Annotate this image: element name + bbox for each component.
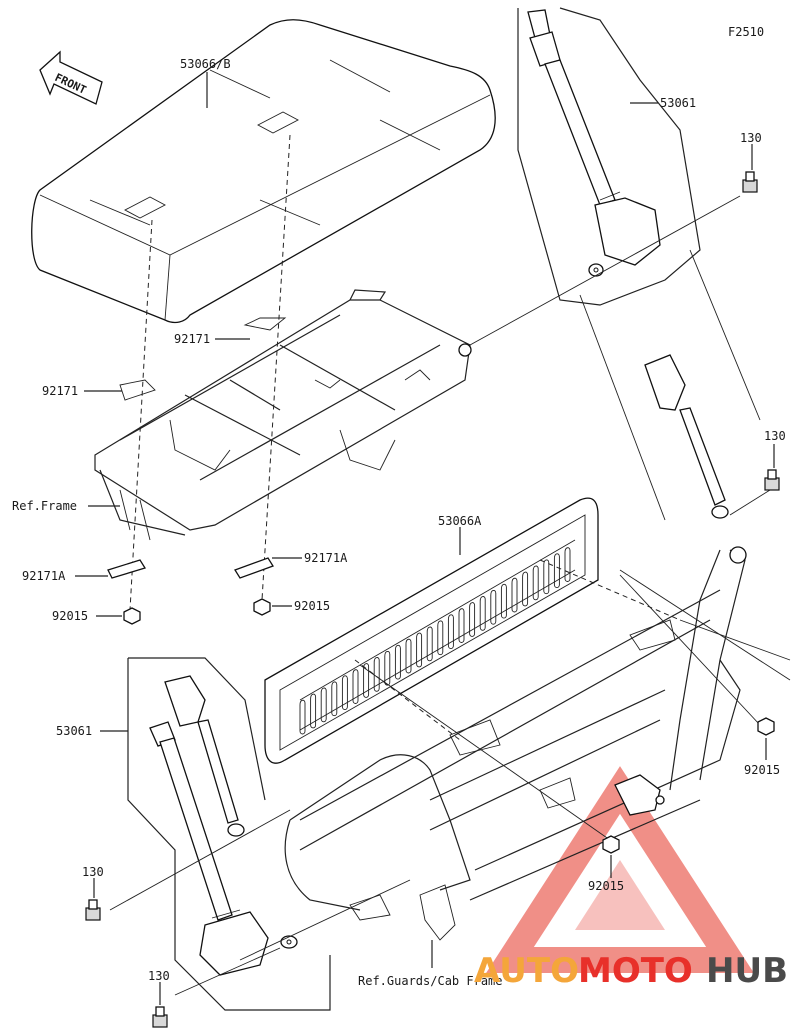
seat-frame-lower	[284, 546, 747, 941]
bolt-icon	[764, 469, 780, 491]
backrest-slot	[437, 620, 444, 656]
callout-seat-b: 53066/B	[180, 57, 231, 71]
backrest-slot	[490, 590, 497, 625]
backrest-slot	[363, 663, 370, 698]
front-arrow-icon: FRONT	[39, 50, 103, 105]
backrest-slot	[310, 693, 317, 729]
backrest-slot	[341, 675, 348, 711]
backrest-slot	[458, 608, 465, 643]
figure-code: F2510	[728, 25, 764, 39]
backrest-slot	[564, 547, 571, 582]
callout-bolt-top: 130	[740, 131, 762, 145]
backrest-slot	[384, 651, 391, 686]
svg-text:MOTO: MOTO	[578, 951, 693, 991]
callout-clip-top: 92171	[174, 332, 210, 346]
backrest-slots	[299, 547, 571, 735]
callout-belt-right: 53061	[660, 96, 696, 110]
backrest-slot	[426, 626, 433, 662]
callout-clip-left: 92171	[42, 384, 78, 398]
svg-text:AUTO: AUTO	[474, 951, 579, 991]
watermark-logo	[486, 766, 754, 973]
backrest-slot	[416, 632, 423, 668]
callout-nut-left: 92015	[52, 609, 88, 623]
seat-belt-right	[517, 7, 701, 306]
callout-nut-mid: 92015	[294, 599, 330, 613]
backrest-slot	[469, 602, 476, 637]
backrest-slot	[511, 577, 518, 613]
callout-nut-bottom: 92015	[588, 879, 624, 893]
backrest-slot	[479, 596, 486, 631]
callout-ref-frame: Ref.Frame	[12, 499, 77, 513]
callout-seat-a: 53066A	[438, 514, 482, 528]
backrest-slot	[373, 657, 380, 692]
backrest-slot	[331, 681, 338, 717]
callout-bolt-low1: 130	[82, 865, 104, 879]
seat-cushion-upper	[31, 19, 496, 324]
callout-belt-left: 53061	[56, 724, 92, 738]
backrest-slot	[352, 669, 359, 704]
svg-text:HUB: HUB	[706, 951, 788, 991]
callout-clip-a-right: 92171A	[304, 551, 348, 565]
callout-bolt-low2: 130	[148, 969, 170, 983]
callout-ref-guards: Ref.Guards/Cab Frame	[358, 974, 503, 988]
backrest-slot	[532, 565, 539, 601]
seat-belt-buckle	[644, 354, 729, 519]
backrest-slot	[553, 553, 560, 589]
bolt-icon	[152, 1006, 168, 1028]
backrest-slot	[299, 699, 306, 735]
callout-nut-right: 92015	[744, 763, 780, 777]
backrest-slot	[405, 638, 412, 674]
bolt-icon	[742, 171, 758, 193]
callout-clip-a-left: 92171A	[22, 569, 66, 583]
bolt-icon	[85, 899, 101, 921]
backrest-slot	[447, 614, 454, 650]
backrest-slot	[543, 559, 550, 595]
backrest-slot	[500, 583, 507, 619]
watermark-text: AUTO MOTO HUB	[474, 951, 788, 991]
seat-frame-upper	[94, 289, 472, 541]
backrest-slot	[394, 644, 401, 680]
backrest-slot	[522, 571, 529, 607]
seat-backrest	[264, 497, 599, 764]
callout-bolt-mid: 130	[764, 429, 786, 443]
backrest-slot	[320, 687, 327, 723]
